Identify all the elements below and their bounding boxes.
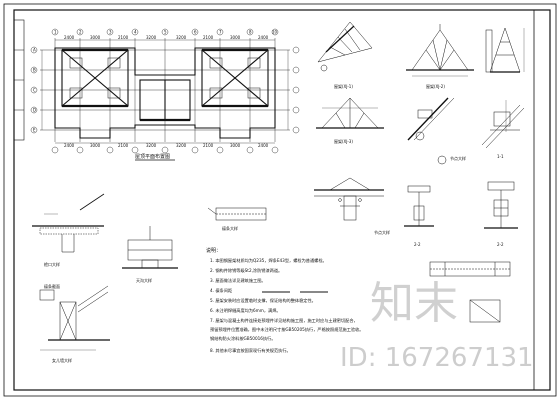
dim-top-7: 3000 xyxy=(230,35,241,40)
left-binding-strip xyxy=(13,19,25,141)
label-section-2-2-b: 2-2 xyxy=(497,242,504,247)
label-truss-xj2: 屋架(XJ-2) xyxy=(426,83,445,89)
dim-bottom-1: 2400 xyxy=(64,143,75,148)
axis-num-8: 8 xyxy=(249,30,252,35)
note-line: 1. 本图钢屋架材质均为Q235，焊条E43型，螺栓为普通螺栓。 xyxy=(210,257,327,264)
plan-title: 屋顶平面布置图 xyxy=(135,153,170,160)
dim-bottom-8: 2400 xyxy=(258,143,269,148)
notes-title: 说明： xyxy=(206,247,221,254)
outer-border xyxy=(3,3,557,397)
plan-dims-bottom: 2400 3000 2100 3200 3200 2100 3000 2400 xyxy=(64,143,269,148)
axis-letter-a: A xyxy=(33,48,36,53)
label-beam-section: 檩条截面 xyxy=(44,283,60,289)
note-line: 3. 屋面做法详见建筑施工图。 xyxy=(210,277,266,284)
section-2-2-right xyxy=(484,181,518,229)
section-2-2-left xyxy=(404,185,434,227)
label-section-2-2-a: 2-2 xyxy=(414,242,421,247)
note-line: 8. 其他未尽事宜按国家现行有关规范执行。 xyxy=(210,347,291,354)
axis-num-1: 1 xyxy=(54,30,57,35)
gutter-detail xyxy=(122,226,178,269)
note-line: 预留预埋件位置准确，图中未注明尺寸按GB50205执行，严格按照规范施工验收。 xyxy=(210,326,363,333)
dim-bottom-3: 2100 xyxy=(118,143,129,148)
steel-plate-detail xyxy=(429,261,511,323)
truss-detail-xj1 xyxy=(317,21,373,72)
plan-wall-hatch xyxy=(62,48,268,122)
beam-section-detail xyxy=(207,207,267,221)
note-line: 2. 钢构件除锈等级St2,涂防锈漆两道。 xyxy=(210,267,282,274)
dim-top-8: 2400 xyxy=(258,35,269,40)
label-truss-xj1: 屋架(XJ-1) xyxy=(334,83,353,89)
plan-axis-numbers: 1 2 3 4 5 6 7 8 10 A B C D E xyxy=(33,30,278,133)
plan-dimension-lines xyxy=(41,39,289,144)
dim-bottom-5: 3200 xyxy=(176,143,187,148)
axis-num-7: 7 xyxy=(219,30,222,35)
plan-openings xyxy=(69,57,261,99)
watermark: 知末 ID: 167267131 xyxy=(340,278,534,373)
note-line: 4. 檩条间距 xyxy=(210,287,232,294)
note-line: 5. 屋架安装时应设置临时支撑，保证结构的整体稳定性。 xyxy=(210,297,316,304)
roof-plan xyxy=(30,28,300,154)
dim-top-2: 3000 xyxy=(90,35,101,40)
parapet-detail xyxy=(39,285,110,351)
label-node-a: 节点大样 xyxy=(450,155,466,161)
truss-detail-xj2 xyxy=(406,24,474,77)
dim-top-6: 2100 xyxy=(203,35,214,40)
note-line: 7. 屋架与混凝土构件连接处预埋件详见结构施工图，施工时应与土建密切配合， xyxy=(210,317,358,324)
section-1-1 xyxy=(481,100,525,149)
label-truss-xj3: 屋架(XJ-3) xyxy=(334,138,353,144)
axis-num-4: 4 xyxy=(134,30,137,35)
inner-border xyxy=(13,9,551,391)
plan-dims-top: 2400 3000 2100 3200 3200 2100 3000 2400 xyxy=(64,35,269,40)
dim-bottom-7: 3000 xyxy=(230,143,241,148)
eave-detail xyxy=(32,193,105,253)
node-detail-diagonal xyxy=(407,97,455,165)
axis-num-3: 3 xyxy=(109,30,112,35)
label-section-1-1: 1-1 xyxy=(497,154,504,159)
axis-letter-c: C xyxy=(33,88,36,93)
truss-detail-xj3 xyxy=(316,97,384,129)
note-line: 6. 未注明焊缝高度均为6mm，满焊。 xyxy=(210,307,281,314)
dim-top-3: 2100 xyxy=(118,35,129,40)
plan-axis-bubbles xyxy=(30,28,300,154)
dim-bottom-6: 2100 xyxy=(203,143,214,148)
notes-block: 1. 本图钢屋架材质均为Q235，焊条E43型，螺栓为普通螺栓。 2. 钢构件除… xyxy=(210,257,363,354)
axis-letter-d: D xyxy=(33,108,36,113)
beam-connection-detail xyxy=(314,177,384,221)
axis-num-5: 5 xyxy=(164,30,167,35)
dim-top-4: 3200 xyxy=(146,35,157,40)
label-eave-detail: 檐口大样 xyxy=(44,261,60,267)
axis-letter-b: B xyxy=(33,68,36,73)
label-parapet-detail: 女儿墙大样 xyxy=(52,357,72,363)
truss-detail-side xyxy=(485,27,525,73)
dim-bottom-2: 3000 xyxy=(90,143,101,148)
label-node-b: 节点大样 xyxy=(374,229,390,235)
watermark-id: ID: 167267131 xyxy=(340,343,534,373)
axis-num-6: 6 xyxy=(194,30,197,35)
label-beam-detail: 檩条大样 xyxy=(222,225,238,231)
axis-num-2: 2 xyxy=(79,30,82,35)
dim-top-5: 3200 xyxy=(176,35,187,40)
axis-num-10: 10 xyxy=(272,30,278,35)
watermark-brand: 知末 xyxy=(370,278,458,329)
dim-top-1: 2400 xyxy=(64,35,75,40)
dim-bottom-4: 3200 xyxy=(146,143,157,148)
axis-letter-e: E xyxy=(33,128,36,133)
label-gutter-detail: 天沟大样 xyxy=(136,277,152,283)
note-line: 钢结构防火涂料按GB50016执行。 xyxy=(210,335,276,342)
